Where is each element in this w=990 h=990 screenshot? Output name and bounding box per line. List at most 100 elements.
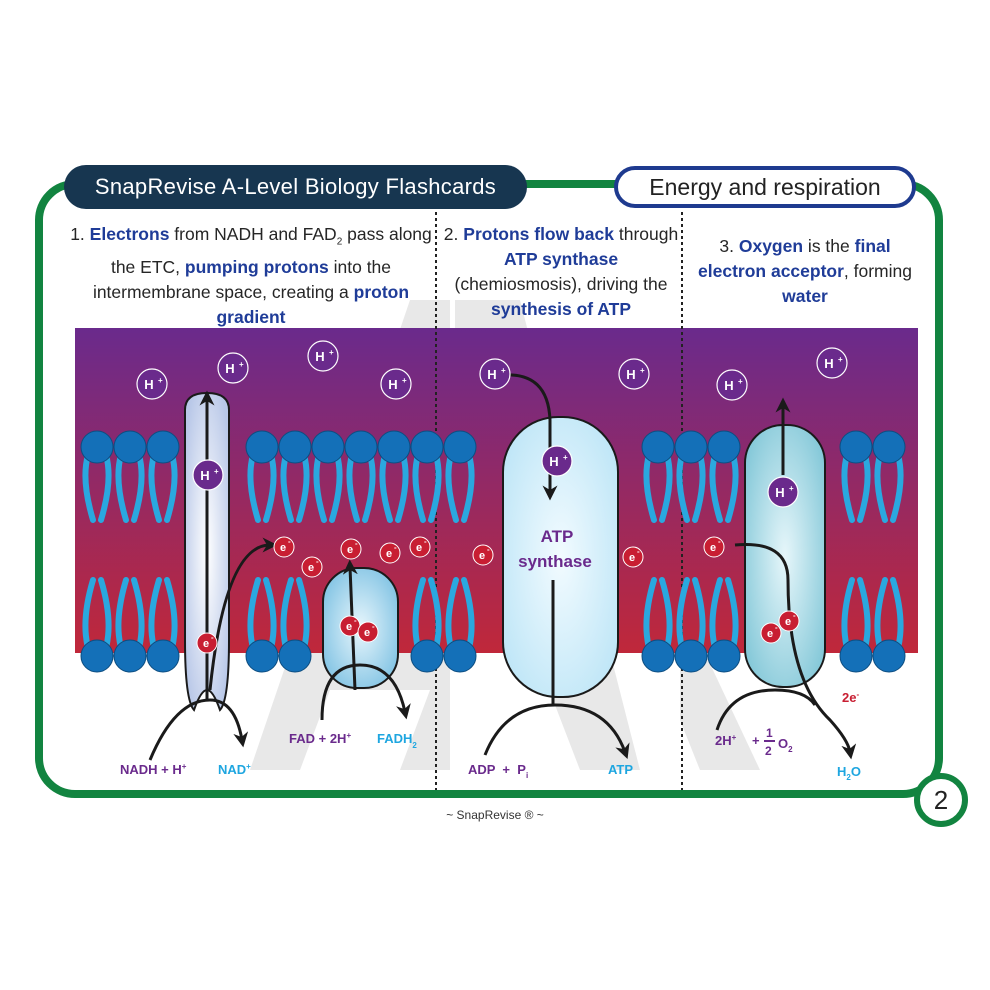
- phospholipid: [113, 430, 147, 523]
- svg-text:e: e: [308, 562, 314, 574]
- footer-brand: ~ SnapRevise ® ~: [446, 808, 544, 822]
- svg-text:-: -: [211, 633, 214, 642]
- svg-text:e: e: [280, 542, 286, 554]
- electron-icon: e-: [409, 536, 431, 558]
- phospholipid: [872, 577, 906, 673]
- svg-text:e: e: [479, 550, 485, 562]
- svg-text:e: e: [347, 544, 353, 556]
- phospholipid: [641, 577, 675, 673]
- proton-icon: H+: [380, 368, 412, 400]
- topic-badge: Energy and respiration: [614, 166, 916, 208]
- atp-synthase: [502, 416, 619, 698]
- svg-text:+: +: [329, 348, 334, 357]
- svg-text:e: e: [785, 616, 791, 628]
- phospholipid: [377, 430, 411, 523]
- oxygen-label: O2: [778, 736, 793, 754]
- phospholipid: [245, 577, 279, 673]
- particles: H+H+H+H+H+H+H+H+H+H+H+e-e-e-e-e-e-e-e-e-…: [136, 340, 848, 654]
- atp-synthase-label-2: synthase: [518, 552, 592, 571]
- proton-icon: H+: [307, 340, 339, 372]
- svg-text:H: H: [626, 367, 635, 382]
- svg-text:+: +: [158, 376, 163, 385]
- svg-text:H: H: [225, 361, 234, 376]
- phospholipid: [278, 577, 312, 673]
- proton-icon: H+: [541, 445, 573, 477]
- atp-synthase-label-1: ATP: [541, 527, 574, 546]
- svg-text:e: e: [203, 638, 209, 650]
- proton-icon: H+: [816, 347, 848, 379]
- phospholipid: [674, 577, 708, 673]
- svg-text:H: H: [775, 485, 784, 500]
- electron-icon: e-: [778, 610, 800, 632]
- two-h-label: 2H+: [715, 733, 737, 748]
- svg-text:e: e: [710, 542, 716, 554]
- svg-text:+: +: [838, 355, 843, 364]
- svg-text:-: -: [793, 611, 796, 620]
- svg-text:+: +: [640, 366, 645, 375]
- svg-text:+: +: [402, 376, 407, 385]
- svg-text:-: -: [637, 547, 640, 556]
- phospholipid: [278, 430, 312, 523]
- svg-text:-: -: [355, 539, 358, 548]
- svg-text:H: H: [144, 377, 153, 392]
- electron-icon: e-: [273, 536, 295, 558]
- flashcard-series-title: SnapRevise A-Level Biology Flashcards: [64, 165, 527, 209]
- svg-text:+: +: [239, 360, 244, 369]
- electron-icon: e-: [703, 536, 725, 558]
- proton-icon: H+: [716, 369, 748, 401]
- phospholipid: [344, 430, 378, 523]
- fadh2-label: FADH2: [377, 731, 417, 750]
- electron-icon: e-: [357, 621, 379, 643]
- half-denominator: 2: [765, 744, 772, 758]
- phospholipid-bilayer: [80, 430, 906, 673]
- phospholipid: [443, 430, 477, 523]
- svg-text:H: H: [487, 367, 496, 382]
- phospholipid: [410, 430, 444, 523]
- svg-text:e: e: [364, 627, 370, 639]
- phospholipid: [674, 430, 708, 523]
- protein-complex-4: [744, 424, 826, 688]
- proton-icon: H+: [136, 368, 168, 400]
- svg-text:H: H: [200, 468, 209, 483]
- fad-label: FAD + 2H+: [289, 731, 351, 746]
- phospholipid: [113, 577, 147, 673]
- electron-icon: e-: [760, 622, 782, 644]
- svg-text:+: +: [563, 453, 568, 462]
- phospholipid: [872, 430, 906, 523]
- step-2-description: 2. Protons flow back through ATP synthas…: [443, 224, 679, 319]
- nadh-label: NADH + H+: [120, 762, 187, 777]
- adp-label: ADP + Pi: [468, 762, 528, 780]
- electron-icon: e-: [339, 615, 361, 637]
- svg-text:-: -: [718, 537, 721, 546]
- atp-label: ATP: [608, 762, 633, 777]
- electron-icon: e-: [301, 556, 323, 578]
- proton-icon: H+: [767, 476, 799, 508]
- proton-icon: H+: [479, 358, 511, 390]
- svg-text:e: e: [629, 552, 635, 564]
- svg-text:-: -: [354, 616, 357, 625]
- svg-text:-: -: [372, 622, 375, 631]
- svg-text:+: +: [789, 484, 794, 493]
- svg-text:H: H: [315, 349, 324, 364]
- svg-text:-: -: [316, 557, 319, 566]
- svg-text:H: H: [824, 356, 833, 371]
- electron-icon: e-: [379, 542, 401, 564]
- water-label: H2O: [837, 764, 861, 782]
- electron-icon: e-: [472, 544, 494, 566]
- svg-text:-: -: [424, 537, 427, 546]
- phospholipid: [641, 430, 675, 523]
- step-3-description: 3. Oxygen is the final electron acceptor…: [698, 236, 912, 306]
- electron-icon: e-: [622, 546, 644, 568]
- svg-text:+: +: [501, 366, 506, 375]
- page-number: 2: [914, 773, 968, 827]
- phospholipid: [146, 430, 180, 523]
- phospholipid: [245, 430, 279, 523]
- phospholipid: [311, 430, 345, 523]
- half-numerator: 1: [766, 726, 773, 740]
- phospholipid: [839, 577, 873, 673]
- svg-text:+: +: [214, 467, 219, 476]
- proton-icon: H+: [618, 358, 650, 390]
- svg-text:H: H: [549, 454, 558, 469]
- svg-text:-: -: [487, 545, 490, 554]
- phospholipid: [707, 430, 741, 523]
